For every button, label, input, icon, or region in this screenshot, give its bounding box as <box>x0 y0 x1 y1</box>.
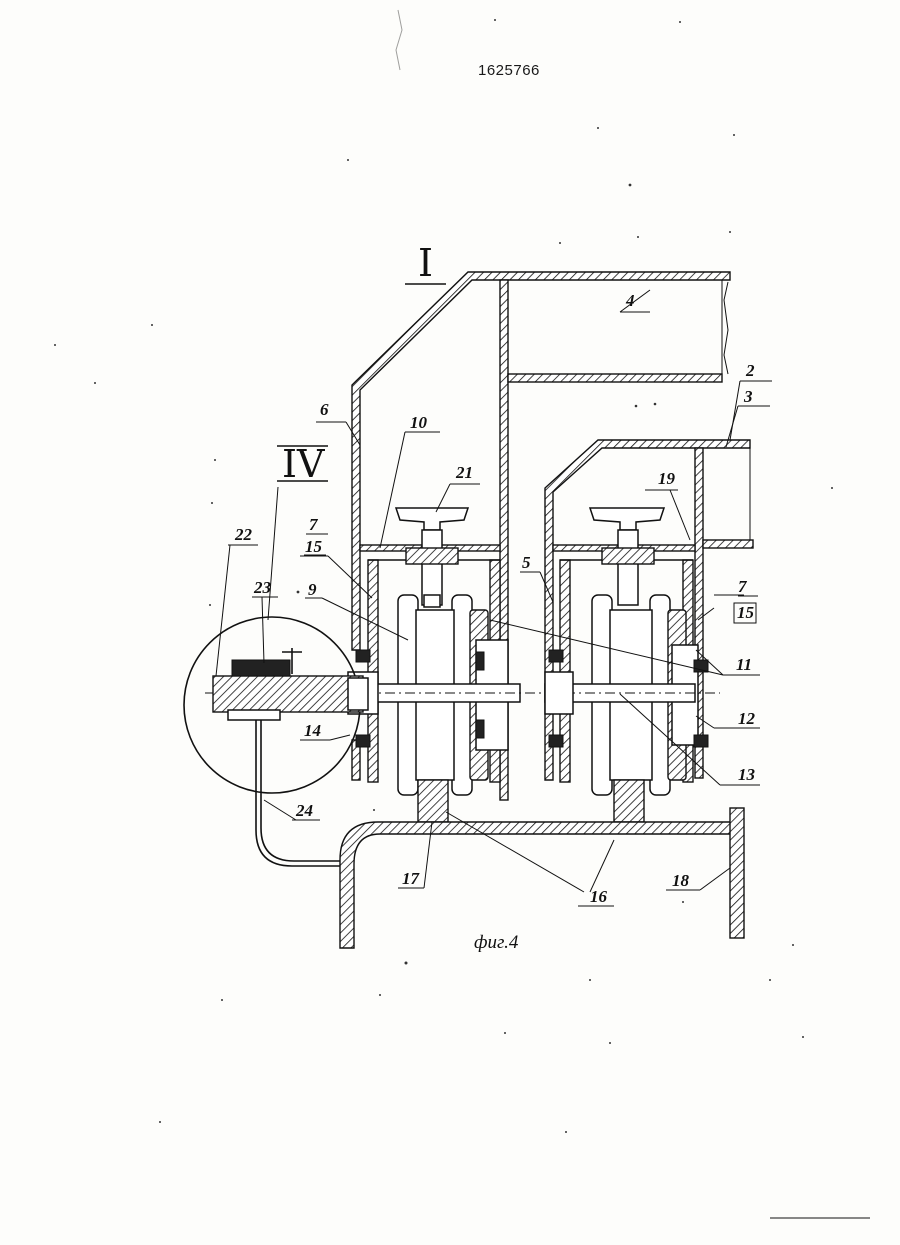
section-mark-i: I <box>405 241 446 285</box>
label-19-right: 19 <box>658 469 676 488</box>
label-15-right: 15 <box>737 603 755 622</box>
label-10: 10 <box>410 413 428 432</box>
label-22: 22 <box>234 525 253 544</box>
label-15-left: 15 <box>305 537 323 556</box>
svg-text:I: I <box>418 241 433 285</box>
label-5: 5 <box>522 553 531 572</box>
label-21: 21 <box>455 463 473 482</box>
detail-iv-circle <box>184 617 368 866</box>
label-14: 14 <box>304 721 321 740</box>
scan-specks <box>54 19 833 1133</box>
label-16: 16 <box>590 887 608 906</box>
label-6: 6 <box>320 400 329 419</box>
label-2: 2 <box>745 361 755 380</box>
label-12: 12 <box>738 709 756 728</box>
label-13: 13 <box>738 765 756 784</box>
label-9: 9 <box>308 580 317 599</box>
figure-caption: фиг.4 <box>474 932 519 953</box>
svg-text:IV: IV <box>282 442 325 486</box>
label-7-left: 7 <box>309 515 319 534</box>
detail-mark-iv: IV <box>277 442 328 486</box>
label-24: 24 <box>295 801 313 820</box>
rail-and-base <box>340 780 744 948</box>
label-4: 4 <box>625 291 635 310</box>
label-7-right: 7 <box>738 577 748 596</box>
label-11: 11 <box>736 655 752 674</box>
label-17: 17 <box>402 869 421 888</box>
label-18: 18 <box>672 871 690 890</box>
scan-artifact <box>396 10 402 70</box>
label-23: 23 <box>253 578 272 597</box>
label-3: 3 <box>743 387 753 406</box>
